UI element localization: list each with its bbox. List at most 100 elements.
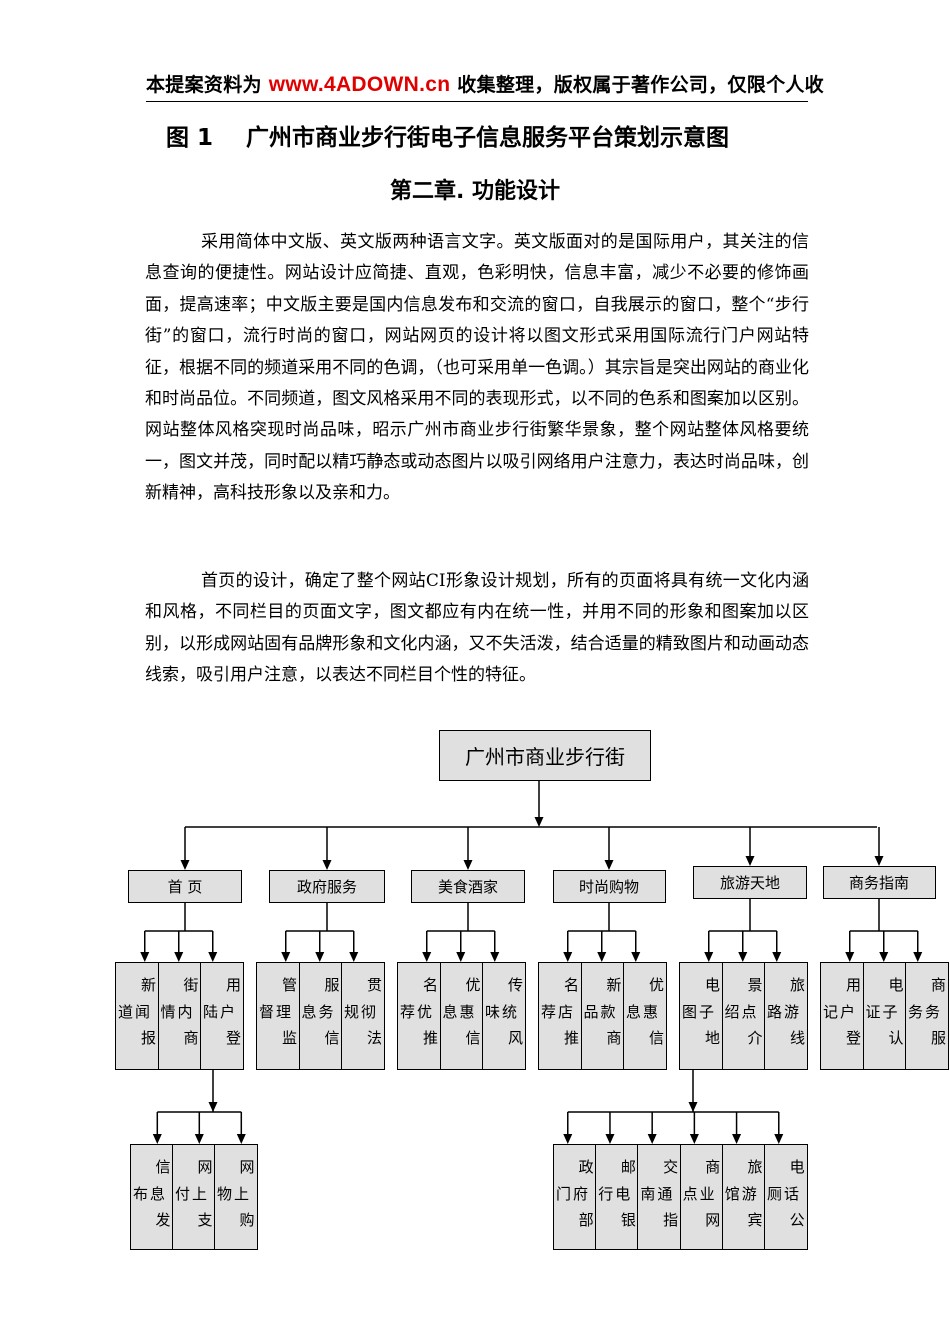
item-text-line: 息惠 xyxy=(626,1002,661,1021)
item-text-line: 规彻 xyxy=(344,1002,379,1021)
item-text-line: 信 xyxy=(465,1029,481,1047)
item-text-line: 绍点 xyxy=(724,1002,759,1021)
copyright-banner: 本提案资料为 www.4ADOWN.cn 收集整理，版权属于著作公司，仅限个人收 xyxy=(146,70,950,97)
item-box: 名荐优推 xyxy=(397,962,441,1070)
chapter-title: 第二章. 功能设计 xyxy=(389,179,561,204)
item-text-line: 优 xyxy=(648,976,664,994)
item-box: 交南通指 xyxy=(637,1144,682,1250)
item-text-line: 街 xyxy=(183,976,199,994)
figure-number: 图 1 xyxy=(166,125,214,151)
item-text-line: 监 xyxy=(281,1029,297,1047)
connector-arrowhead xyxy=(208,952,218,962)
item-text-line: 南通 xyxy=(640,1184,675,1203)
item-text-line: 道闻 xyxy=(118,1002,153,1021)
item-text-line: 布息 xyxy=(133,1184,168,1203)
item-text-line: 用 xyxy=(845,976,861,994)
item-text-line: 报 xyxy=(140,1029,156,1047)
connector-arrowhead xyxy=(604,860,614,870)
connector-arrowhead xyxy=(563,952,573,962)
connector-arrowhead xyxy=(689,1134,699,1144)
item-text-line: 记户 xyxy=(823,1002,858,1021)
channel-box: 商务指南 xyxy=(822,866,936,899)
item-text-line: 法 xyxy=(366,1029,382,1047)
connector-arrowhead xyxy=(732,1134,742,1144)
item-text-line: 网 xyxy=(239,1158,255,1176)
item-text-line: 电 xyxy=(704,976,720,994)
item-text-line: 介 xyxy=(747,1029,763,1047)
channel-box: 政府服务 xyxy=(269,870,385,903)
item-text-line: 商 xyxy=(183,1029,199,1047)
item-text-line: 登 xyxy=(845,1029,861,1047)
item-text-line: 新 xyxy=(606,976,622,994)
item-text-line: 信 xyxy=(324,1029,340,1047)
item-box: 网付上支 xyxy=(172,1144,216,1250)
item-box: 旅馆游宾 xyxy=(721,1144,766,1250)
item-box: 邮行电银 xyxy=(595,1144,639,1250)
item-box: 优息惠信 xyxy=(439,962,484,1070)
connector-arrowhead xyxy=(913,952,923,962)
item-text-line: 商 xyxy=(705,1158,721,1176)
item-box: 新品款商 xyxy=(580,962,625,1070)
item-text-line: 风 xyxy=(507,1029,523,1047)
connector-arrowhead xyxy=(774,1134,784,1144)
item-text-line: 登 xyxy=(225,1029,241,1047)
item-text-line: 网 xyxy=(705,1211,721,1229)
connector-arrowhead xyxy=(874,856,884,866)
connector-arrowhead xyxy=(456,952,466,962)
item-box: 街情内商 xyxy=(157,962,202,1070)
connector-arrowhead xyxy=(463,860,473,870)
item-box: 贯规彻法 xyxy=(341,962,385,1070)
item-text-line: 商 xyxy=(606,1029,622,1047)
item-text-line: 务务 xyxy=(908,1002,943,1021)
item-text-line: 地 xyxy=(704,1029,720,1047)
item-text-line: 发 xyxy=(155,1211,171,1229)
paragraph-2: 首页的设计，确定了整个网站CI形象设计规划，所有的页面将具有统一文化内涵和风格，… xyxy=(145,571,809,686)
banner-site-link[interactable]: www.4ADOWN.cn xyxy=(268,73,451,96)
item-text-line: 信 xyxy=(648,1029,664,1047)
connector-arrowhead xyxy=(236,1134,246,1144)
item-text-line: 公 xyxy=(789,1211,805,1229)
item-text-line: 电 xyxy=(789,1158,805,1176)
item-box: 商点业网 xyxy=(679,1144,724,1250)
item-text-line: 交 xyxy=(663,1158,679,1176)
connector-arrowhead xyxy=(647,1134,657,1144)
item-box: 信布息发 xyxy=(130,1144,174,1250)
connector-arrowhead xyxy=(597,952,607,962)
channel-box: 首 页 xyxy=(128,870,242,903)
item-box: 用记户登 xyxy=(820,962,864,1070)
item-box: 管督理监 xyxy=(256,962,300,1070)
item-text-line: 信 xyxy=(155,1158,171,1176)
item-text-line: 陆户 xyxy=(203,1002,238,1021)
item-text-line: 网 xyxy=(197,1158,213,1176)
item-text-line: 路游 xyxy=(767,1002,802,1021)
connector-arrowhead xyxy=(208,1102,218,1112)
item-text-line: 管 xyxy=(281,976,297,994)
connector-arrowhead xyxy=(772,952,782,962)
item-text-line: 息惠 xyxy=(442,1002,477,1021)
item-text-line: 厕话 xyxy=(767,1184,802,1203)
connector-arrowhead xyxy=(490,952,500,962)
item-box: 政门府部 xyxy=(553,1144,597,1250)
item-box: 电证子认 xyxy=(862,962,907,1070)
item-text-line: 行电 xyxy=(598,1184,633,1203)
item-text-line: 旅 xyxy=(747,1158,763,1176)
item-text-line: 味统 xyxy=(485,1002,520,1021)
banner-prefix: 本提案资料为 xyxy=(146,74,269,96)
connector-arrowhead xyxy=(605,1134,615,1144)
item-text-line: 商 xyxy=(930,976,946,994)
item-text-line: 线 xyxy=(789,1029,805,1047)
item-text-line: 贯 xyxy=(366,976,382,994)
item-text-line: 品款 xyxy=(583,1002,618,1021)
connector-arrowhead xyxy=(879,952,889,962)
connector-arrowhead xyxy=(174,952,184,962)
item-text-line: 服 xyxy=(324,976,340,994)
item-text-line: 新 xyxy=(140,976,156,994)
connector-arrowhead xyxy=(315,952,325,962)
connector-arrowhead xyxy=(180,860,190,870)
item-text-line: 政 xyxy=(578,1158,594,1176)
connector-arrowhead xyxy=(140,952,150,962)
item-text-line: 荐优 xyxy=(400,1002,435,1021)
item-box: 用陆户登 xyxy=(200,962,244,1070)
